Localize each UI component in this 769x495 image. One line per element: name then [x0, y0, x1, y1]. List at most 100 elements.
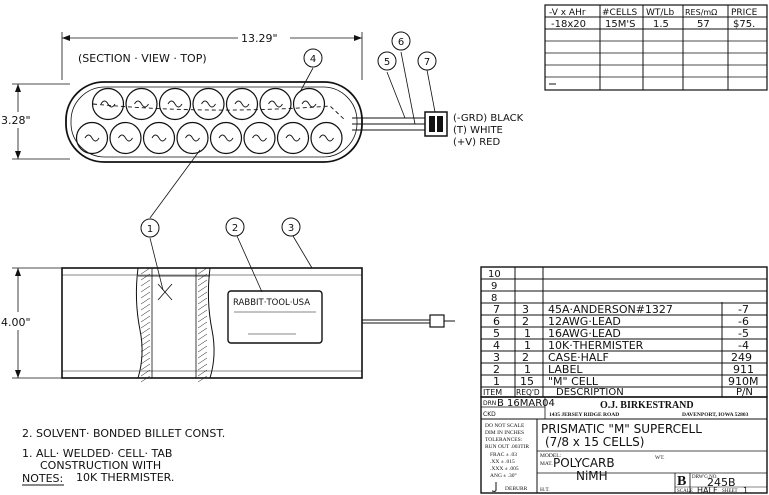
drawn-by-label: DRN [483, 400, 496, 407]
rabbit-tool-label [227, 290, 323, 344]
hatch-line [140, 327, 151, 335]
cell-10 [142, 121, 176, 155]
cell-tab-7 [301, 100, 317, 108]
cell-5 [225, 87, 259, 121]
hatch-line [140, 363, 151, 371]
svg-text:6: 6 [493, 315, 500, 328]
cell-tab-5 [234, 100, 250, 108]
bom-row-7: 7 3 45A·ANDERSON#1327 -7 [493, 303, 749, 316]
cell-9 [109, 121, 142, 155]
cell-array [75, 87, 343, 155]
svg-text:4: 4 [493, 339, 500, 352]
hatch-line [140, 351, 151, 359]
hatch-line [197, 345, 208, 353]
svg-text:DIM IN INCHES: DIM IN INCHES [485, 430, 524, 436]
title-block: DRN B 16MAR04 CKD O.J. BIRKESTRAND 1435 … [480, 396, 768, 495]
balloon-3: 3 [281, 217, 301, 237]
svg-text:RUN OUT .003TIR: RUN OUT .003TIR [485, 444, 529, 450]
cell-12 [209, 121, 243, 155]
bom-row-4: 4 1 10K·THERMISTER -4 [493, 339, 749, 352]
svg-text:249: 249 [731, 351, 752, 364]
hatch-line [197, 303, 208, 311]
svg-text:FRAC ± .03: FRAC ± .03 [490, 452, 517, 458]
svg-text:2: 2 [232, 223, 238, 234]
wire-label-white: (T) WHITE [453, 125, 503, 136]
svg-text:-5: -5 [738, 327, 749, 340]
svg-text:"M" CELL: "M" CELL [548, 375, 599, 388]
spec-header-weight: WT/Lb [646, 8, 674, 18]
cell-tab-10 [151, 134, 167, 142]
bom-row-2: 2 1 LABEL 911 [493, 363, 754, 376]
material-value: POLYCARB [553, 456, 615, 470]
cell-6 [259, 87, 292, 121]
spec-header-price: PRICE [731, 8, 758, 18]
svg-text:REQ'D: REQ'D [516, 388, 540, 397]
hatch-line [197, 291, 208, 299]
cell-1 [91, 87, 125, 121]
hatch-line [197, 273, 208, 281]
hatch-line [197, 285, 208, 293]
cell-tab-12 [218, 134, 234, 142]
cell-tab-14 [285, 134, 301, 142]
svg-text:DESCRIPTION: DESCRIPTION [556, 387, 624, 398]
svg-text:2: 2 [522, 315, 529, 328]
drawn-by-value: B 16MAR04 [497, 398, 555, 409]
spec-value-price: $75. [733, 19, 755, 30]
tolerance-block: DO NOT SCALE DIM IN INCHES TOLERANCES: R… [485, 423, 529, 492]
cell-3 [158, 87, 192, 121]
svg-text:CASE·HALF: CASE·HALF [548, 351, 609, 364]
svg-text:2: 2 [522, 351, 529, 364]
hatch-line [197, 351, 208, 359]
anderson-connector [424, 111, 448, 137]
hatch-line [197, 279, 208, 287]
svg-text:-4: -4 [738, 339, 749, 352]
svg-text:ANG ± .30°: ANG ± .30° [490, 472, 517, 479]
svg-text:LABEL: LABEL [548, 363, 583, 376]
svg-text:7: 7 [424, 57, 430, 68]
cell-tab-9 [118, 134, 133, 142]
bom-empty-item-8: 8 [491, 293, 497, 304]
svg-text:3: 3 [522, 303, 529, 316]
hatch-line [140, 297, 151, 305]
spec-header-resistance: RES/mΩ [685, 8, 717, 17]
hatch-line [140, 357, 151, 365]
svg-text:4: 4 [310, 54, 316, 65]
svg-text:3: 3 [288, 223, 294, 234]
balloon-7: 7 [417, 51, 437, 71]
hatch-line [197, 375, 208, 383]
drawing-title-line1: PRISMATIC "M" SUPERCELL [541, 422, 702, 436]
svg-text:2: 2 [493, 363, 500, 376]
svg-text:5: 5 [493, 327, 500, 340]
hatch-line [140, 309, 151, 317]
hatch-line [140, 339, 151, 347]
svg-text:12AWG·LEAD: 12AWG·LEAD [548, 315, 621, 328]
svg-text:1: 1 [524, 327, 531, 340]
hatch-line [197, 309, 208, 317]
spec-header-voltage: -V x AHr [549, 8, 586, 18]
svg-text:1: 1 [147, 224, 153, 235]
svg-text:15: 15 [520, 375, 534, 388]
notes: 2. SOLVENT· BONDED BILLET CONST. 1. ALL·… [22, 427, 225, 486]
hatch-line [197, 321, 208, 329]
svg-text:DO NOT SCALE: DO NOT SCALE [485, 423, 525, 429]
drawing-number-label: DRW'G NO. [692, 475, 718, 480]
company-address-street: 1435 JERSEY RIDGE ROAD [549, 412, 619, 418]
section-view-label: (SECTION · VIEW · TOP) [78, 52, 207, 65]
svg-text:1: 1 [524, 339, 531, 352]
company-name: O.J. BIRKESTRAND [600, 400, 694, 411]
svg-text:1: 1 [524, 363, 531, 376]
cell-14 [276, 121, 310, 155]
model-label: MODEL: [540, 453, 562, 459]
bill-of-materials: 10 9 8 7 3 45A·ANDERSON#1327 -7 6 2 12AW… [480, 266, 768, 398]
hatch-line [140, 369, 151, 377]
cell-tab-3 [167, 100, 183, 108]
top-section-view: 13.29" (SECTION · VIEW · TOP) 3.28" (-GR… [1, 32, 524, 163]
section-hatching [140, 267, 208, 383]
svg-text:3: 3 [493, 351, 500, 364]
length-dimension: 13.29" [241, 32, 278, 45]
svg-text:1: 1 [493, 375, 500, 388]
hatch-line [140, 375, 151, 383]
balloon-1: 1 [140, 218, 160, 238]
cell-tab-4 [201, 100, 216, 108]
